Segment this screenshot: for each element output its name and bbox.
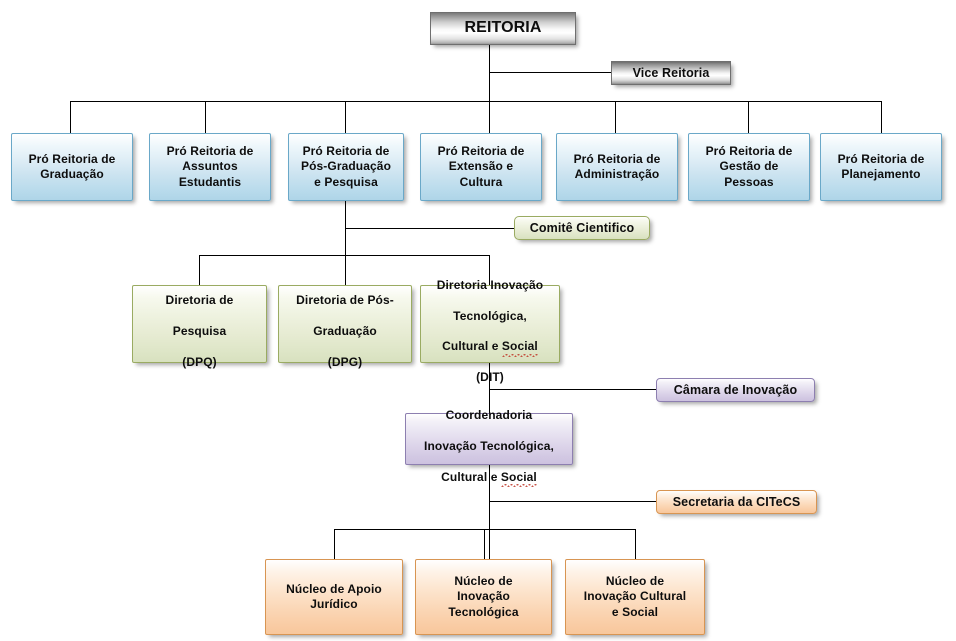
- connector-drop-inovacao-cultural: [635, 529, 636, 560]
- connector-pospesquisa-stem: [345, 201, 346, 286]
- node-coordenadoria-label: Coordenadoria Inovação Tecnológica, Cult…: [424, 408, 554, 488]
- connector-camara: [489, 389, 656, 390]
- node-nucleo-inovacao-cultural[interactable]: Núcleo de Inovação Cultural e Social: [565, 559, 705, 635]
- connector-drop-dit: [489, 255, 490, 286]
- node-reitoria[interactable]: REITORIA: [430, 12, 576, 45]
- node-pro-reitoria-pos-pesquisa[interactable]: Pró Reitoria de Pós-Graduação e Pesquisa: [288, 133, 404, 201]
- connector-drop-assuntos: [205, 101, 206, 134]
- node-vice-reitoria[interactable]: Vice Reitoria: [611, 61, 731, 85]
- node-camara-inovacao[interactable]: Câmara de Inovação: [656, 378, 815, 402]
- node-coordenadoria[interactable]: Coordenadoria Inovação Tecnológica, Cult…: [405, 408, 573, 488]
- node-secretaria-citecs-label: Secretaria da CITeCS: [672, 495, 801, 509]
- connector-proreitoria-bus: [70, 101, 882, 102]
- spellcheck-underline-social-dit: Social: [501, 339, 538, 358]
- node-secretaria-citecs[interactable]: Secretaria da CITeCS: [656, 490, 817, 514]
- connector-drop-administracao: [615, 101, 616, 134]
- node-pro-reitoria-pessoas[interactable]: Pró Reitoria de Gestão de Pessoas: [688, 133, 810, 201]
- node-comite-cientifico[interactable]: Comitê Cientifico: [514, 216, 650, 240]
- connector-drop-pessoas: [748, 101, 749, 134]
- node-diretoria-dpg-label: Diretoria de Pós- Graduação (DPG): [296, 293, 394, 369]
- node-nucleo-apoio-juridico[interactable]: Núcleo de Apoio Jurídico: [265, 559, 403, 635]
- node-pro-reitoria-pos-pesquisa-label: Pró Reitoria de Pós-Graduação e Pesquisa: [301, 143, 391, 189]
- connector-drop-planejamento: [881, 101, 882, 134]
- node-diretoria-dpg[interactable]: Diretoria de Pós- Graduação (DPG): [278, 285, 412, 369]
- node-pro-reitoria-assuntos-label: Pró Reitoria de Assuntos Estudantis: [166, 143, 254, 189]
- node-pro-reitoria-extensao[interactable]: Pró Reitoria de Extensão e Cultura: [420, 133, 542, 201]
- connector-secretaria: [489, 501, 656, 502]
- connector-reitoria-vice: [489, 72, 611, 73]
- connector-reitoria-stem: [489, 45, 490, 101]
- connector-drop-inovacao-tecnologica: [484, 529, 485, 560]
- node-pro-reitoria-assuntos[interactable]: Pró Reitoria de Assuntos Estudantis: [149, 133, 271, 201]
- node-pro-reitoria-pessoas-label: Pró Reitoria de Gestão de Pessoas: [705, 143, 793, 189]
- connector-drop-extensao: [489, 101, 490, 134]
- node-pro-reitoria-administracao-label: Pró Reitoria de Administração: [573, 151, 661, 181]
- node-pro-reitoria-graduacao[interactable]: Pró Reitoria de Graduação: [11, 133, 133, 201]
- node-comite-cientifico-label: Comitê Cientifico: [529, 221, 635, 235]
- node-diretoria-dit-label: Diretoria Inovação Tecnológica, Cultural…: [436, 277, 544, 385]
- node-nucleo-inovacao-tecnologica-label: Núcleo de Inovação Tecnológica: [448, 573, 519, 619]
- node-nucleo-apoio-juridico-label: Núcleo de Apoio Jurídico: [286, 581, 382, 611]
- connector-drop-apoio-juridico: [334, 529, 335, 560]
- node-diretoria-dpq[interactable]: Diretoria de Pesquisa (DPQ): [132, 285, 267, 369]
- connector-dit-stem: [489, 363, 490, 414]
- node-nucleo-inovacao-tecnologica[interactable]: Núcleo de Inovação Tecnológica: [415, 559, 552, 635]
- node-diretoria-dit[interactable]: Diretoria Inovação Tecnológica, Cultural…: [420, 278, 560, 384]
- node-pro-reitoria-administracao[interactable]: Pró Reitoria de Administração: [556, 133, 678, 201]
- connector-drop-graduacao: [70, 101, 71, 134]
- node-diretoria-dpq-label: Diretoria de Pesquisa (DPQ): [165, 293, 234, 369]
- node-pro-reitoria-extensao-label: Pró Reitoria de Extensão e Cultura: [437, 143, 525, 189]
- connector-drop-dpg: [345, 255, 346, 286]
- connector-diretorias-bus: [199, 255, 490, 256]
- node-camara-inovacao-label: Câmara de Inovação: [673, 383, 798, 397]
- node-pro-reitoria-planejamento-label: Pró Reitoria de Planejamento: [837, 151, 925, 181]
- node-nucleo-inovacao-cultural-label: Núcleo de Inovação Cultural e Social: [583, 573, 687, 619]
- spellcheck-underline-social-coordenadoria: Social: [500, 469, 537, 488]
- connector-comite: [345, 228, 514, 229]
- node-pro-reitoria-graduacao-label: Pró Reitoria de Graduação: [28, 151, 116, 181]
- connector-drop-dpq: [199, 255, 200, 286]
- connector-drop-pos-pesquisa: [345, 101, 346, 134]
- node-vice-reitoria-label: Vice Reitoria: [632, 66, 710, 80]
- connector-coordenadoria-stem: [489, 465, 490, 560]
- node-reitoria-label: REITORIA: [464, 19, 542, 37]
- node-pro-reitoria-planejamento[interactable]: Pró Reitoria de Planejamento: [820, 133, 942, 201]
